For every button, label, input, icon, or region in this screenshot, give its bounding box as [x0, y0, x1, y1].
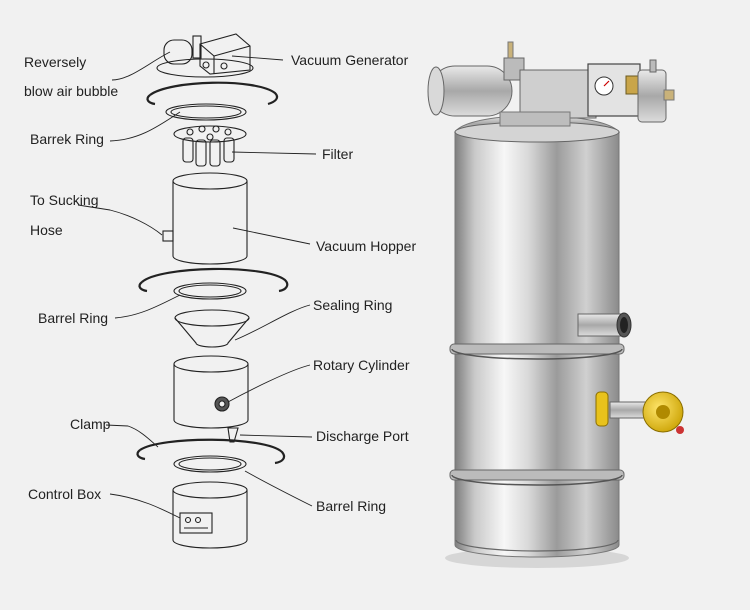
clamp-part [139, 438, 286, 465]
barrel-ring-lower-part [173, 455, 247, 473]
label-reversely: Reversely [24, 54, 87, 70]
label-barrel-ring-lower: Barrel Ring [316, 498, 387, 514]
label-vacuum-generator: Vacuum Generator [291, 52, 409, 68]
label-filter: Filter [322, 146, 354, 162]
label-blow-air-bubble: blow air bubble [24, 83, 119, 99]
leader-lines [77, 51, 317, 519]
barrek-ring-clamp [146, 81, 279, 106]
label-barrek-ring: Barrek Ring [30, 131, 104, 147]
rotary-cylinder-part [173, 355, 249, 443]
label-discharge-port: Discharge Port [316, 428, 409, 444]
label-clamp: Clamp [70, 416, 111, 432]
label-to-sucking: To Sucking [30, 192, 99, 208]
label-control-box: Control Box [28, 486, 102, 502]
control-box-part [172, 481, 248, 549]
machine-photo [427, 41, 684, 568]
vacuum-hopper-part [162, 172, 248, 265]
barrel-ring-clamp-upper [141, 267, 289, 293]
label-hose: Hose [30, 222, 63, 238]
vacuum-generator-part [156, 33, 254, 78]
label-vacuum-hopper: Vacuum Hopper [316, 238, 417, 254]
label-barrel-ring-upper: Barrel Ring [38, 310, 109, 326]
barrel-ring-upper-part [173, 282, 247, 300]
label-rotary-cylinder: Rotary Cylinder [313, 357, 410, 373]
barrek-ring-part [165, 103, 247, 121]
filter-part [173, 125, 247, 167]
label-sealing-ring: Sealing Ring [313, 297, 393, 313]
sealing-ring-part [174, 309, 250, 348]
